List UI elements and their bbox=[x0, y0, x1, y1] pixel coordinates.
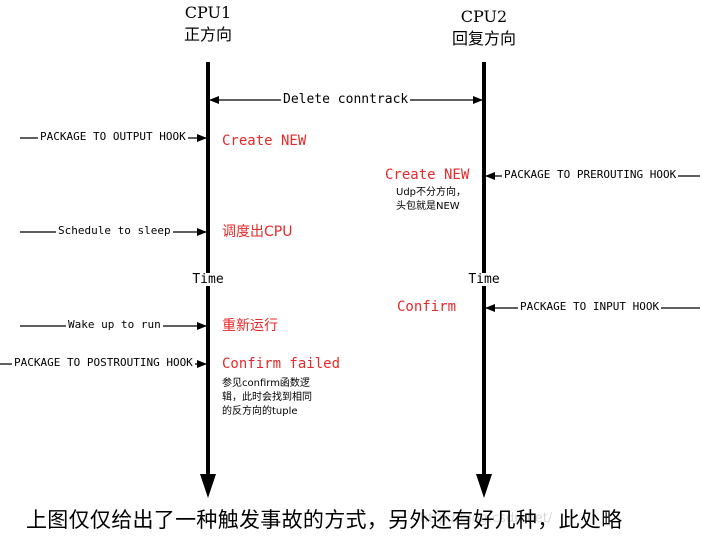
cpu2-subtitle: 回复方向 bbox=[451, 29, 517, 48]
cpu2-note: Udp不分方向， 头包就是NEW bbox=[396, 186, 466, 214]
cpu1-note: 参见confirm函数逻 辑，此时会找到相同 的反方向的tuple bbox=[222, 377, 312, 419]
input-hook-label: PACKAGE TO INPUT HOOK bbox=[518, 300, 662, 313]
cpu1-timeline-arrowhead bbox=[200, 474, 216, 498]
cpu2-create-new: Create NEW bbox=[385, 167, 470, 183]
cpu1-schedule-cpu: 调度出CPU bbox=[222, 224, 293, 240]
cpu1-confirm-failed: Confirm failed bbox=[222, 356, 341, 372]
cpu1-note-line: 的反方向的tuple bbox=[222, 406, 298, 417]
cpu2-timeline-arrowhead bbox=[476, 474, 492, 498]
cpu2-time-label: Time bbox=[466, 272, 502, 287]
delete-conntrack-label: Delete conntrack bbox=[281, 92, 411, 107]
cpu2-note-line: Udp不分方向， bbox=[396, 187, 467, 198]
output-hook-label: PACKAGE TO OUTPUT HOOK bbox=[38, 130, 188, 143]
cpu2-confirm: Confirm bbox=[397, 299, 457, 315]
cpu1-time-label: Time bbox=[190, 272, 226, 287]
cpu1-note-line: 辑，此时会找到相同 bbox=[222, 392, 312, 403]
cpu2-note-line: 头包就是NEW bbox=[396, 201, 460, 212]
cpu1-rerun: 重新运行 bbox=[222, 318, 278, 334]
figure-caption: 上图仅仅给出了一种触发事故的方式，另外还有好几种，此处略 bbox=[26, 508, 623, 532]
prerouting-hook-label: PACKAGE TO PREROUTING HOOK bbox=[502, 168, 679, 181]
watermark: http://blog.csdn.net/ bbox=[420, 511, 553, 526]
postrouting-hook-label: PACKAGE TO POSTROUTING HOOK bbox=[12, 356, 195, 369]
cpu1-create-new: Create NEW bbox=[222, 133, 307, 149]
cpu1-subtitle: 正方向 bbox=[183, 25, 233, 44]
schedule-sleep-label: Schedule to sleep bbox=[56, 224, 173, 237]
cpu2-title: CPU2 bbox=[460, 7, 508, 26]
cpu1-title: CPU1 bbox=[184, 3, 232, 22]
cpu1-note-line: 参见confirm函数逻 bbox=[222, 378, 310, 389]
wake-up-label: Wake up to run bbox=[66, 318, 163, 331]
